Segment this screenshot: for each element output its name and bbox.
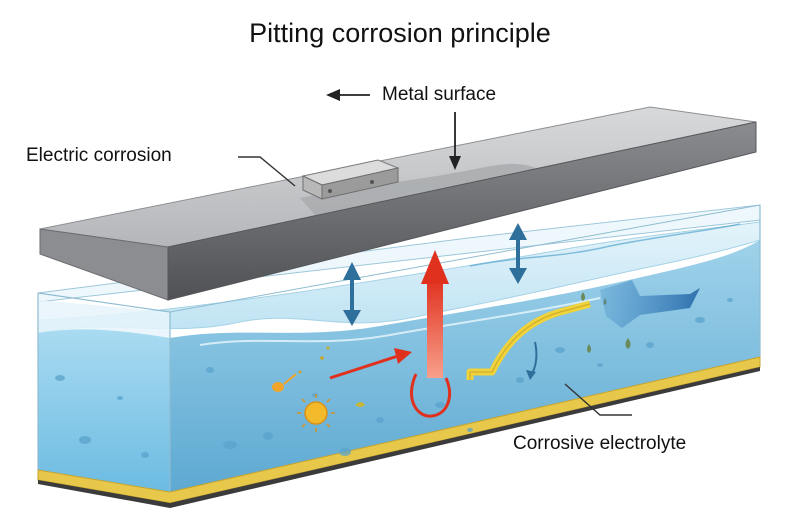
water-front-face bbox=[38, 329, 170, 492]
glass-edge bbox=[37, 292, 171, 313]
tank-glass-front-upper bbox=[38, 300, 170, 338]
up-arrow-icon bbox=[421, 250, 449, 378]
electric-corrosion-label: Electric corrosion bbox=[26, 145, 172, 166]
wave-line bbox=[199, 297, 601, 346]
water-surface bbox=[37, 221, 761, 334]
glass-edge bbox=[169, 204, 761, 313]
particle-icon bbox=[272, 346, 365, 407]
down-arrow-icon bbox=[526, 341, 538, 380]
corrosive-electrolyte-leader bbox=[564, 383, 632, 416]
page-title: Pitting corrosion principle bbox=[249, 18, 551, 48]
metal-side-face bbox=[167, 121, 757, 301]
double-arrow-icon bbox=[509, 223, 527, 284]
metal-surface-label: Metal surface bbox=[382, 84, 497, 105]
corrosive-electrolyte-label: Corrosive electrolyte bbox=[513, 433, 687, 454]
down-arrow-icon bbox=[449, 156, 461, 170]
double-arrow-icon bbox=[343, 262, 361, 326]
loop-arrow-icon bbox=[410, 373, 451, 418]
base-strip-shadow bbox=[38, 367, 760, 508]
bubbles bbox=[55, 298, 733, 458]
corrosion-block bbox=[301, 159, 400, 200]
metal-surface-leader bbox=[326, 89, 461, 170]
flow-arrow-icon bbox=[466, 300, 591, 380]
wave-line bbox=[469, 223, 741, 267]
left-arrow-icon bbox=[326, 89, 340, 101]
electric-corrosion-leader bbox=[238, 156, 296, 187]
bacteria-icon bbox=[297, 394, 335, 432]
metal-plate bbox=[39, 106, 757, 301]
right-arrow-icon bbox=[329, 348, 412, 380]
flow-arrow-icon bbox=[600, 280, 700, 328]
